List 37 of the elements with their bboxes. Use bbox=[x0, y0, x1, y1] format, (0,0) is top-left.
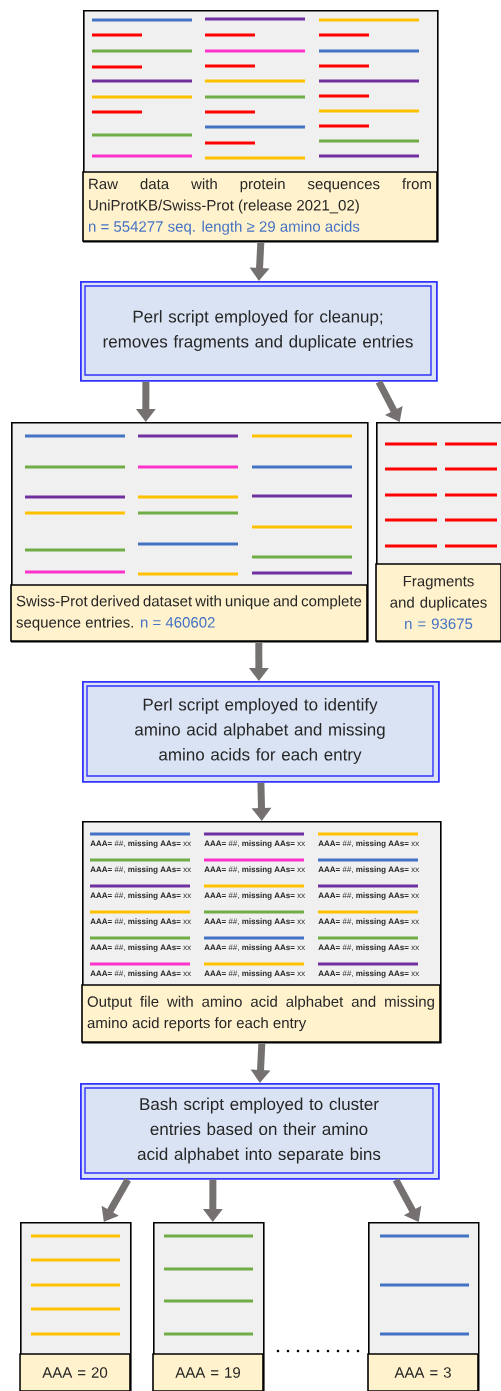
caption-text: AAA = 20 bbox=[42, 1367, 108, 1378]
process-box: Perl script employed for cleanup; removes fragments and duplicate entries bbox=[80, 281, 438, 382]
caption-text: Swiss-Prot derived dataset with unique and complete sequence entries. n = 460602 bbox=[16, 595, 362, 631]
report-text: AAA= ##, missing AAs= xx bbox=[318, 944, 420, 952]
report-text: AAA= ##, missing AAs= xx bbox=[90, 892, 192, 900]
arrow bbox=[375, 380, 403, 422]
report-text: AAA= ##, missing AAs= xx bbox=[204, 970, 306, 978]
report-text: AAA= ##, missing AAs= xx bbox=[90, 840, 192, 848]
report-text: AAA= ##, missing AAs= xx bbox=[204, 866, 306, 874]
caption-text: AAA = 3 bbox=[394, 1367, 451, 1378]
report-text: AAA= ##, missing AAs= xx bbox=[204, 892, 306, 900]
report-text: AAA= ##, missing AAs= xx bbox=[318, 892, 420, 900]
report-text: AAA= ##, missing AAs= xx bbox=[204, 918, 306, 926]
dataset-card bbox=[152, 1222, 265, 1391]
report-text: AAA= ##, missing AAs= xx bbox=[90, 970, 192, 978]
report-text: AAA= ##, missing AAs= xx bbox=[204, 840, 306, 848]
process-box: Perl script employed to identify amino acid alphabet and missing amino acids for each entry bbox=[82, 681, 440, 783]
report-text: AAA= ##, missing AAs= xx bbox=[204, 944, 306, 952]
dataset-card bbox=[82, 10, 439, 243]
report-text: AAA= ##, missing AAs= xx bbox=[90, 918, 192, 926]
caption-text: Fragments and duplicates n = 93675 bbox=[390, 575, 487, 630]
report-text: AAA= ##, missing AAs= xx bbox=[318, 840, 420, 848]
dataset-card bbox=[367, 1222, 480, 1391]
dataset-card bbox=[19, 1222, 132, 1391]
caption-text: AAA = 19 bbox=[175, 1367, 240, 1378]
report-text: AAA= ##, missing AAs= xx bbox=[318, 970, 420, 978]
report-text: AAA= ##, missing AAs= xx bbox=[318, 866, 420, 874]
dataset-card bbox=[10, 422, 369, 643]
caption-text: Output file with amino acid alphabet and missing amino acid reports for each entry bbox=[87, 995, 434, 1032]
report-text: AAA= ##, missing AAs= xx bbox=[318, 918, 420, 926]
dataset-card bbox=[375, 422, 501, 643]
process-box: Bash script employed to cluster entries based on their amino acid alphabet into separate bins bbox=[80, 1083, 440, 1180]
arrow bbox=[392, 1178, 422, 1222]
dataset-card bbox=[81, 821, 442, 1044]
report-text: AAA= ##, missing AAs= xx bbox=[90, 866, 192, 874]
report-text: AAA= ##, missing AAs= xx bbox=[90, 944, 192, 952]
caption-text: Raw data with protein sequences from UniProtKB/Swiss-Prot (release 2021_02) n = 554277 seq. length ≥ 29 amino acids bbox=[89, 178, 431, 235]
